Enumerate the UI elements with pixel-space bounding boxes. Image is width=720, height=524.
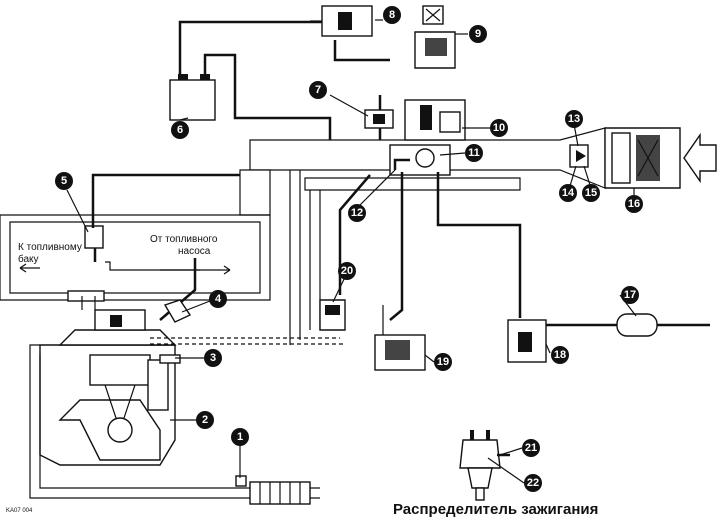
svg-text:11: 11 xyxy=(468,147,480,159)
fuel-injector xyxy=(163,299,192,323)
svg-text:2: 2 xyxy=(202,414,208,426)
check-valve-20 xyxy=(319,299,346,331)
modulator-19 xyxy=(374,305,426,371)
to-tank-arrow xyxy=(19,263,40,273)
callout-3: 3 xyxy=(204,349,222,367)
svg-text:8: 8 xyxy=(389,9,395,21)
callout-18: 18 xyxy=(551,346,569,364)
distributor-caption: Распределитель зажигания xyxy=(393,501,598,518)
svg-text:16: 16 xyxy=(628,198,640,210)
callout-13: 13 xyxy=(565,110,583,128)
vapour-line xyxy=(150,337,345,345)
svg-text:18: 18 xyxy=(554,349,566,361)
fuel-lines xyxy=(0,214,271,321)
svg-text:7: 7 xyxy=(315,84,321,96)
engine-block xyxy=(39,309,181,466)
callout-6: 6 xyxy=(171,121,189,139)
from-pump-arrow xyxy=(160,265,231,275)
airflow-sensor xyxy=(569,144,589,168)
svg-text:17: 17 xyxy=(624,289,636,301)
exhaust-pipe xyxy=(29,344,320,505)
air-inlet-arrow xyxy=(683,132,717,184)
callout-14: 14 xyxy=(559,184,577,202)
svg-text:1: 1 xyxy=(237,431,243,443)
figure-code: KA07 004 xyxy=(6,508,33,514)
callout-15: 15 xyxy=(582,184,600,202)
canister xyxy=(169,74,216,121)
air-filter-housing xyxy=(604,127,681,189)
svg-text:3: 3 xyxy=(210,352,216,364)
valve-9 xyxy=(414,5,456,69)
svg-text:10: 10 xyxy=(493,122,505,134)
callout-17: 17 xyxy=(621,286,639,304)
svg-text:5: 5 xyxy=(61,175,67,187)
callout-5: 5 xyxy=(55,172,73,190)
svg-text:13: 13 xyxy=(568,113,580,125)
ignition-distributor xyxy=(459,430,510,501)
vacuum-valve-18 xyxy=(507,319,547,363)
svg-text:14: 14 xyxy=(562,187,575,199)
svg-text:21: 21 xyxy=(525,442,537,454)
callout-11: 11 xyxy=(465,144,483,162)
callout-4: 4 xyxy=(209,290,227,308)
callout-2: 2 xyxy=(196,411,214,429)
callout-22: 22 xyxy=(524,474,542,492)
svg-text:9: 9 xyxy=(475,28,481,40)
callout-16: 16 xyxy=(625,195,643,213)
callout-20: 20 xyxy=(338,262,356,280)
from-fuel-pump-label-1: От топливного xyxy=(150,234,218,245)
throttle-actuator xyxy=(364,109,394,140)
callout-9: 9 xyxy=(469,25,487,43)
from-fuel-pump-label-2: насоса xyxy=(178,246,211,257)
callout-10: 10 xyxy=(490,119,508,137)
to-fuel-tank-label-1: К топливному xyxy=(18,242,82,253)
svg-text:22: 22 xyxy=(527,477,539,489)
inline-filter-17 xyxy=(616,313,658,337)
callout-12: 12 xyxy=(348,204,366,222)
svg-text:20: 20 xyxy=(341,265,353,277)
svg-text:6: 6 xyxy=(177,124,183,136)
throttle-valve-cluster xyxy=(389,99,466,176)
callout-21: 21 xyxy=(522,439,540,457)
to-fuel-tank-label-2: баку xyxy=(18,253,39,265)
svg-text:4: 4 xyxy=(215,293,222,305)
callout-8: 8 xyxy=(383,6,401,24)
callout-1: 1 xyxy=(231,428,249,446)
svg-text:12: 12 xyxy=(351,207,363,219)
svg-text:19: 19 xyxy=(437,356,449,368)
callout-19: 19 xyxy=(434,353,452,371)
solenoid-valve-8 xyxy=(310,5,373,37)
callout-7: 7 xyxy=(309,81,327,99)
svg-text:15: 15 xyxy=(585,187,597,199)
